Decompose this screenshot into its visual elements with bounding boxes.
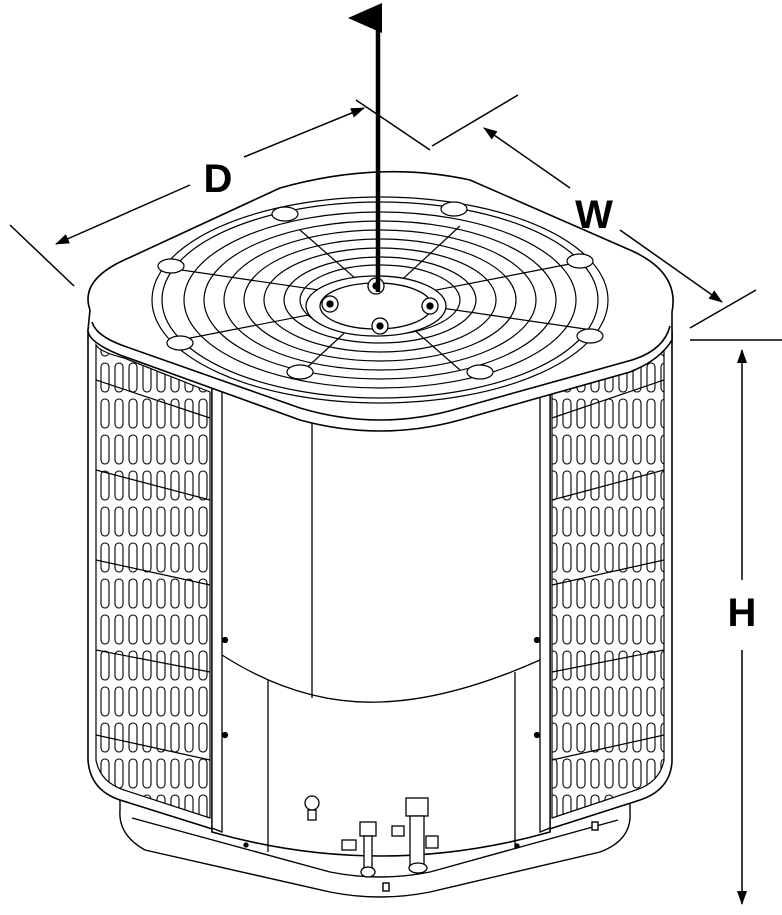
depth-label: D	[204, 157, 233, 201]
guard-mounts	[157, 201, 604, 380]
height-dimension	[690, 339, 782, 905]
width-label: W	[575, 193, 613, 237]
corner-posts	[211, 387, 551, 833]
width-arrow-top	[483, 127, 571, 189]
front-service-panel	[221, 420, 541, 852]
service-valves	[304, 795, 439, 878]
height-label: H	[728, 591, 757, 635]
width-extension-line-top	[431, 94, 519, 147]
depth-arrow-left	[55, 184, 191, 245]
fan-hub	[305, 275, 447, 337]
depth-arrow-right	[243, 107, 365, 158]
width-dimension	[431, 94, 757, 329]
depth-extension-line-left	[9, 224, 75, 287]
width-arrow-bottom	[619, 229, 723, 303]
width-extension-line-bottom	[689, 289, 757, 329]
right-coil-grille	[551, 342, 665, 819]
depth-extension-line-right	[355, 99, 431, 151]
left-coil-grille	[95, 342, 211, 819]
depth-dimension	[9, 99, 431, 287]
